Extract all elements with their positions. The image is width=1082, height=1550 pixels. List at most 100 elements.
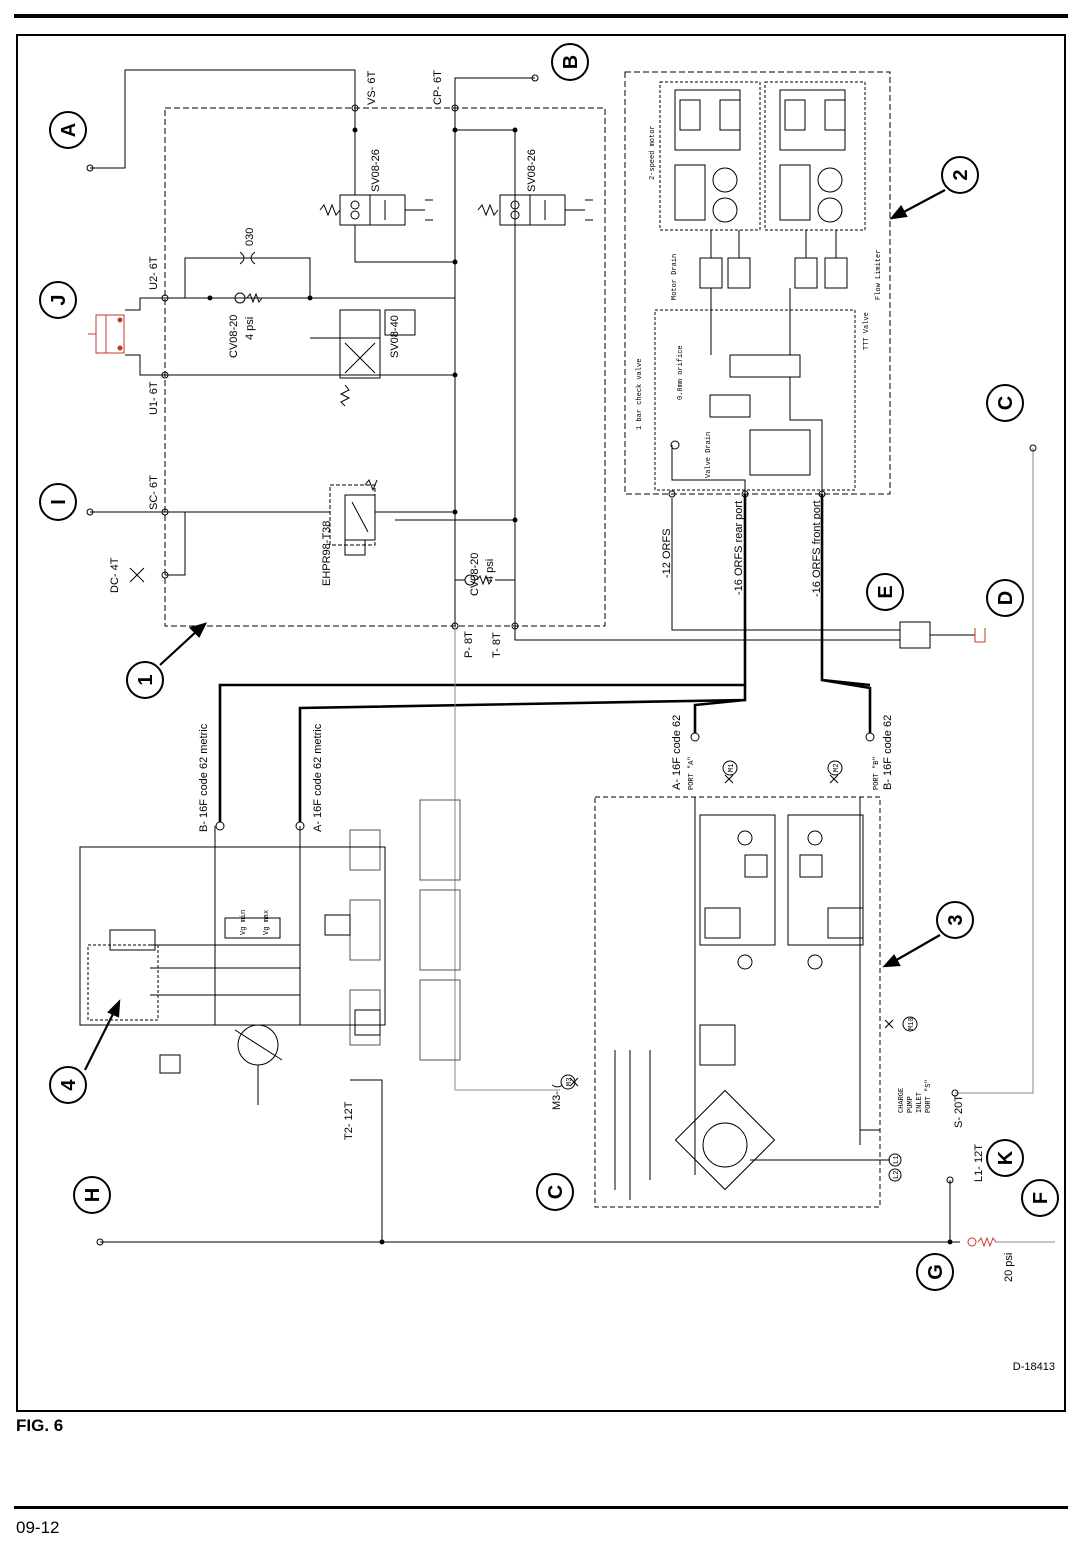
line-12-orfs	[671, 498, 900, 631]
ehpr98-t38-valve	[329, 479, 515, 556]
vg-min-label: Vg min	[240, 910, 248, 935]
svg-text:1: 1	[135, 674, 157, 685]
callout-c-upper: C	[986, 384, 1024, 422]
line-u2	[125, 297, 455, 311]
orifice-030-symbol	[239, 251, 256, 265]
port-sc-label: SC- 6T	[148, 475, 160, 510]
port-s20-label: S- 20T	[953, 1095, 965, 1128]
two-speed-motor-right	[764, 81, 866, 231]
line-t2	[350, 1079, 383, 1242]
line-sv-a-out	[354, 225, 455, 263]
gauge-m3-label: M3	[566, 1078, 574, 1086]
port-u1-label: U1- 6T	[148, 381, 160, 415]
port-l2-inner-label: L2	[893, 1171, 901, 1179]
valve-block-1-outline	[164, 107, 606, 627]
callout-4: 4	[49, 1066, 87, 1104]
drawing-frame	[16, 34, 1066, 1412]
main-hoses	[218, 494, 872, 822]
top-rule	[14, 14, 1068, 18]
cylinder-j	[88, 314, 125, 354]
drawing-number: D-18413	[1013, 1361, 1055, 1373]
motor-drain-label: Motor Drain	[671, 254, 679, 300]
svg-text:B: B	[560, 55, 582, 69]
bottom-rule	[14, 1506, 1068, 1509]
sv08-40-label: SV08-40	[389, 315, 401, 358]
cv08-20-check-valve-b	[455, 574, 515, 586]
svg-text:C: C	[545, 1185, 567, 1199]
callout-g: G	[916, 1253, 954, 1291]
piston-pump-block-4	[79, 826, 386, 1105]
line-a-vs	[90, 69, 356, 169]
callout-c-lower: C	[536, 1173, 574, 1211]
line-b-cp	[454, 77, 535, 108]
charge-label: CHARGE	[898, 1088, 906, 1113]
figure-label: FIG. 6	[16, 1416, 64, 1435]
line-u1	[125, 354, 455, 376]
svg-text:3: 3	[945, 914, 967, 925]
one-bar-check-label: 1 bar check valve	[636, 359, 644, 430]
line-c-charge	[955, 448, 1034, 1094]
port-l1-label: L1- 12T	[973, 1144, 985, 1182]
valve-drain-label: Valve Drain	[705, 432, 713, 478]
port-t2-label: T2- 12T	[343, 1101, 355, 1140]
svg-text:K: K	[995, 1150, 1017, 1165]
svg-text:F: F	[1030, 1192, 1052, 1204]
orifice-030-label: 030	[244, 228, 256, 246]
callout-f: F	[1021, 1179, 1059, 1217]
port-s-label: PORT "S"	[925, 1079, 933, 1113]
port-u2-label: U2- 6T	[148, 256, 160, 290]
svg-text:2: 2	[950, 169, 972, 180]
relief-20psi-label: 20 psi	[1003, 1253, 1015, 1282]
gauge-m1-label: M1	[728, 764, 736, 772]
gauge-m3	[560, 1074, 576, 1090]
svg-text:H: H	[82, 1188, 104, 1202]
hose-12-orfs-label: -12 ORFS	[661, 528, 673, 578]
callout-e: E	[866, 573, 904, 611]
callout-3: 3	[936, 901, 974, 939]
callout-arrows	[84, 189, 946, 1071]
svg-text:A: A	[58, 123, 80, 137]
cv08-20-a-label: CV08-20	[228, 315, 240, 358]
port-a-fitting	[86, 164, 94, 172]
cv08-20-b-psi: 4 psi	[484, 559, 496, 582]
vg-max-label: Vg max	[263, 910, 271, 935]
two-speed-motor-left	[659, 81, 761, 231]
orifice-08-label: 0.8mm orifice	[677, 345, 685, 400]
sv08-26-b-label: SV08-26	[526, 149, 538, 192]
callout-1: 1	[126, 661, 164, 699]
callout-2: 2	[941, 156, 979, 194]
flow-limiter-label: Flow Limiter	[875, 250, 883, 300]
sv08-40-valve	[310, 309, 416, 407]
reservoir-d	[974, 628, 986, 643]
gauge-m10	[902, 1016, 918, 1032]
orifice-loop	[184, 257, 311, 298]
sv08-26-valve-b	[477, 194, 593, 226]
line-t-return	[514, 626, 900, 641]
ehpr98-t38-label: EHPR98-T38	[321, 521, 333, 586]
hose-16-orfs-front-label: -16 ORFS front port	[811, 500, 823, 597]
hose-b-metric-label: B- 16F code 62 metric	[198, 723, 210, 832]
gauge-m2	[827, 760, 843, 776]
pump-label: PUMP	[907, 1096, 915, 1113]
callout-k: K	[986, 1139, 1024, 1177]
port-b-text: PORT "B"	[873, 756, 881, 790]
port-a-text: PORT "A"	[688, 756, 696, 790]
svg-text:D: D	[995, 591, 1017, 605]
ttt-valve-block	[654, 288, 856, 494]
callout-d: D	[986, 579, 1024, 617]
hose-16-orfs-rear-label: -16 ORFS rear port	[733, 501, 745, 595]
port-vs-label: VS- 6T	[366, 70, 378, 105]
callout-a: A	[49, 111, 87, 149]
dc-plug-symbol	[129, 567, 145, 583]
page-number: 09-12	[16, 1518, 60, 1537]
port-b-fitting	[531, 74, 539, 82]
callout-b: B	[551, 43, 589, 81]
hose-b-code62-label: B- 16F code 62	[882, 715, 894, 790]
callout-h: H	[73, 1176, 111, 1214]
gauge-m2-label: M2	[833, 764, 841, 772]
flow-limiter-valves	[699, 230, 848, 289]
port-dc-label: DC- 4T	[109, 557, 121, 593]
svg-text:E: E	[875, 585, 897, 598]
hose-a-code62-label: A- 16F code 62	[671, 715, 683, 790]
filter-e	[899, 621, 975, 649]
